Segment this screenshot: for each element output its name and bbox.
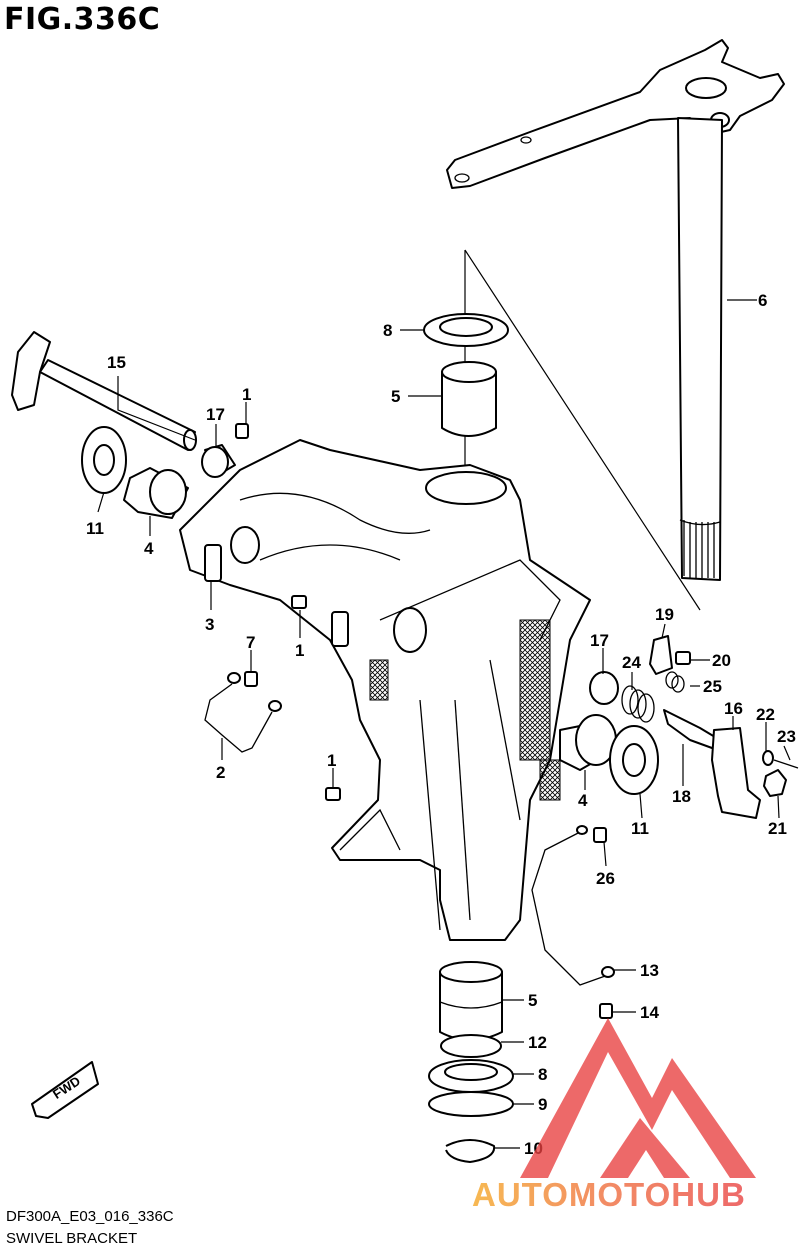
ground-wire-2 <box>204 672 282 753</box>
callout-8-upper: 8 <box>383 321 392 340</box>
callout-20: 20 <box>712 651 731 670</box>
pin-23 <box>773 759 799 769</box>
callout-23: 23 <box>777 727 796 746</box>
callout-11-left: 11 <box>86 519 104 538</box>
callout-13: 13 <box>640 961 659 980</box>
fwd-arrow: FWD <box>31 1061 99 1119</box>
callout-7: 7 <box>246 633 255 652</box>
swivel-bracket-body <box>179 439 591 941</box>
bolt-20 <box>675 651 691 665</box>
spring-25 <box>665 671 685 693</box>
swivel-shaft <box>677 117 723 581</box>
callout-18: 18 <box>672 787 691 806</box>
callout-21: 21 <box>768 819 787 838</box>
watermark-logo: AUTOMOTOHUB <box>472 1018 756 1213</box>
callout-11-right: 11 <box>631 819 649 838</box>
callout-24: 24 <box>622 653 641 672</box>
bushing-4-left <box>123 467 189 519</box>
bushing-upper <box>441 361 497 437</box>
lever-18 <box>663 709 721 749</box>
callout-5-upper: 5 <box>391 387 400 406</box>
callout-19: 19 <box>655 605 674 624</box>
grease-nipple-1b <box>291 595 307 609</box>
callout-14: 14 <box>640 1003 659 1022</box>
callouts: 6 8 5 15 17 1 11 4 3 1 7 2 1 19 20 17 24… <box>86 291 796 1158</box>
grease-nipple-1c <box>325 787 341 801</box>
plate-3 <box>204 544 349 647</box>
screw-7 <box>244 671 258 687</box>
screw-14 <box>599 1003 613 1019</box>
leader-lines <box>97 299 791 1149</box>
washer-lower-8 <box>428 1059 514 1093</box>
bracket-19 <box>649 635 673 675</box>
ground-wire-13 <box>531 825 615 986</box>
washer-11-right <box>609 725 659 795</box>
callout-1-low: 1 <box>327 751 336 770</box>
callout-8-lower: 8 <box>538 1065 547 1084</box>
callout-22: 22 <box>756 705 775 724</box>
callout-9: 9 <box>538 1095 547 1114</box>
washer-9 <box>428 1091 514 1117</box>
diagram-code: DF300A_E03_016_336C <box>6 1208 174 1225</box>
callout-16: 16 <box>724 699 743 718</box>
callout-12: 12 <box>528 1033 547 1052</box>
bushing-17-right <box>589 671 619 705</box>
callout-17-left: 17 <box>206 405 225 424</box>
circlip-10 <box>445 1139 496 1163</box>
callout-25: 25 <box>703 677 722 696</box>
washer-upper <box>423 313 509 347</box>
steering-arm <box>446 39 785 189</box>
callout-17-right: 17 <box>590 631 609 650</box>
bushing-lower <box>439 961 503 1041</box>
diagram-name: SWIVEL BRACKET <box>6 1230 138 1247</box>
callout-2: 2 <box>216 763 225 782</box>
callout-4-right: 4 <box>578 791 588 810</box>
callout-15: 15 <box>107 353 126 372</box>
bushing-17-left <box>201 444 236 478</box>
callout-3: 3 <box>205 615 214 634</box>
callout-4-left: 4 <box>144 539 154 558</box>
callout-6: 6 <box>758 291 767 310</box>
spring-24 <box>621 685 655 723</box>
callout-1-top: 1 <box>242 385 251 404</box>
trim-lever-16 <box>711 727 761 819</box>
screw-26 <box>593 827 607 843</box>
grease-nipple-1a <box>235 423 249 439</box>
ring-12 <box>440 1034 502 1058</box>
nut-21 <box>763 769 787 797</box>
callout-5-lower: 5 <box>528 991 537 1010</box>
bushing-4-right <box>559 714 619 771</box>
washer-22 <box>762 750 774 766</box>
washer-11-left <box>81 426 127 494</box>
callout-26: 26 <box>596 869 615 888</box>
callout-1-mid: 1 <box>295 641 304 660</box>
watermark-text: AUTOMOTOHUB <box>472 1176 746 1213</box>
figure-title: FIG.336C <box>4 2 161 37</box>
